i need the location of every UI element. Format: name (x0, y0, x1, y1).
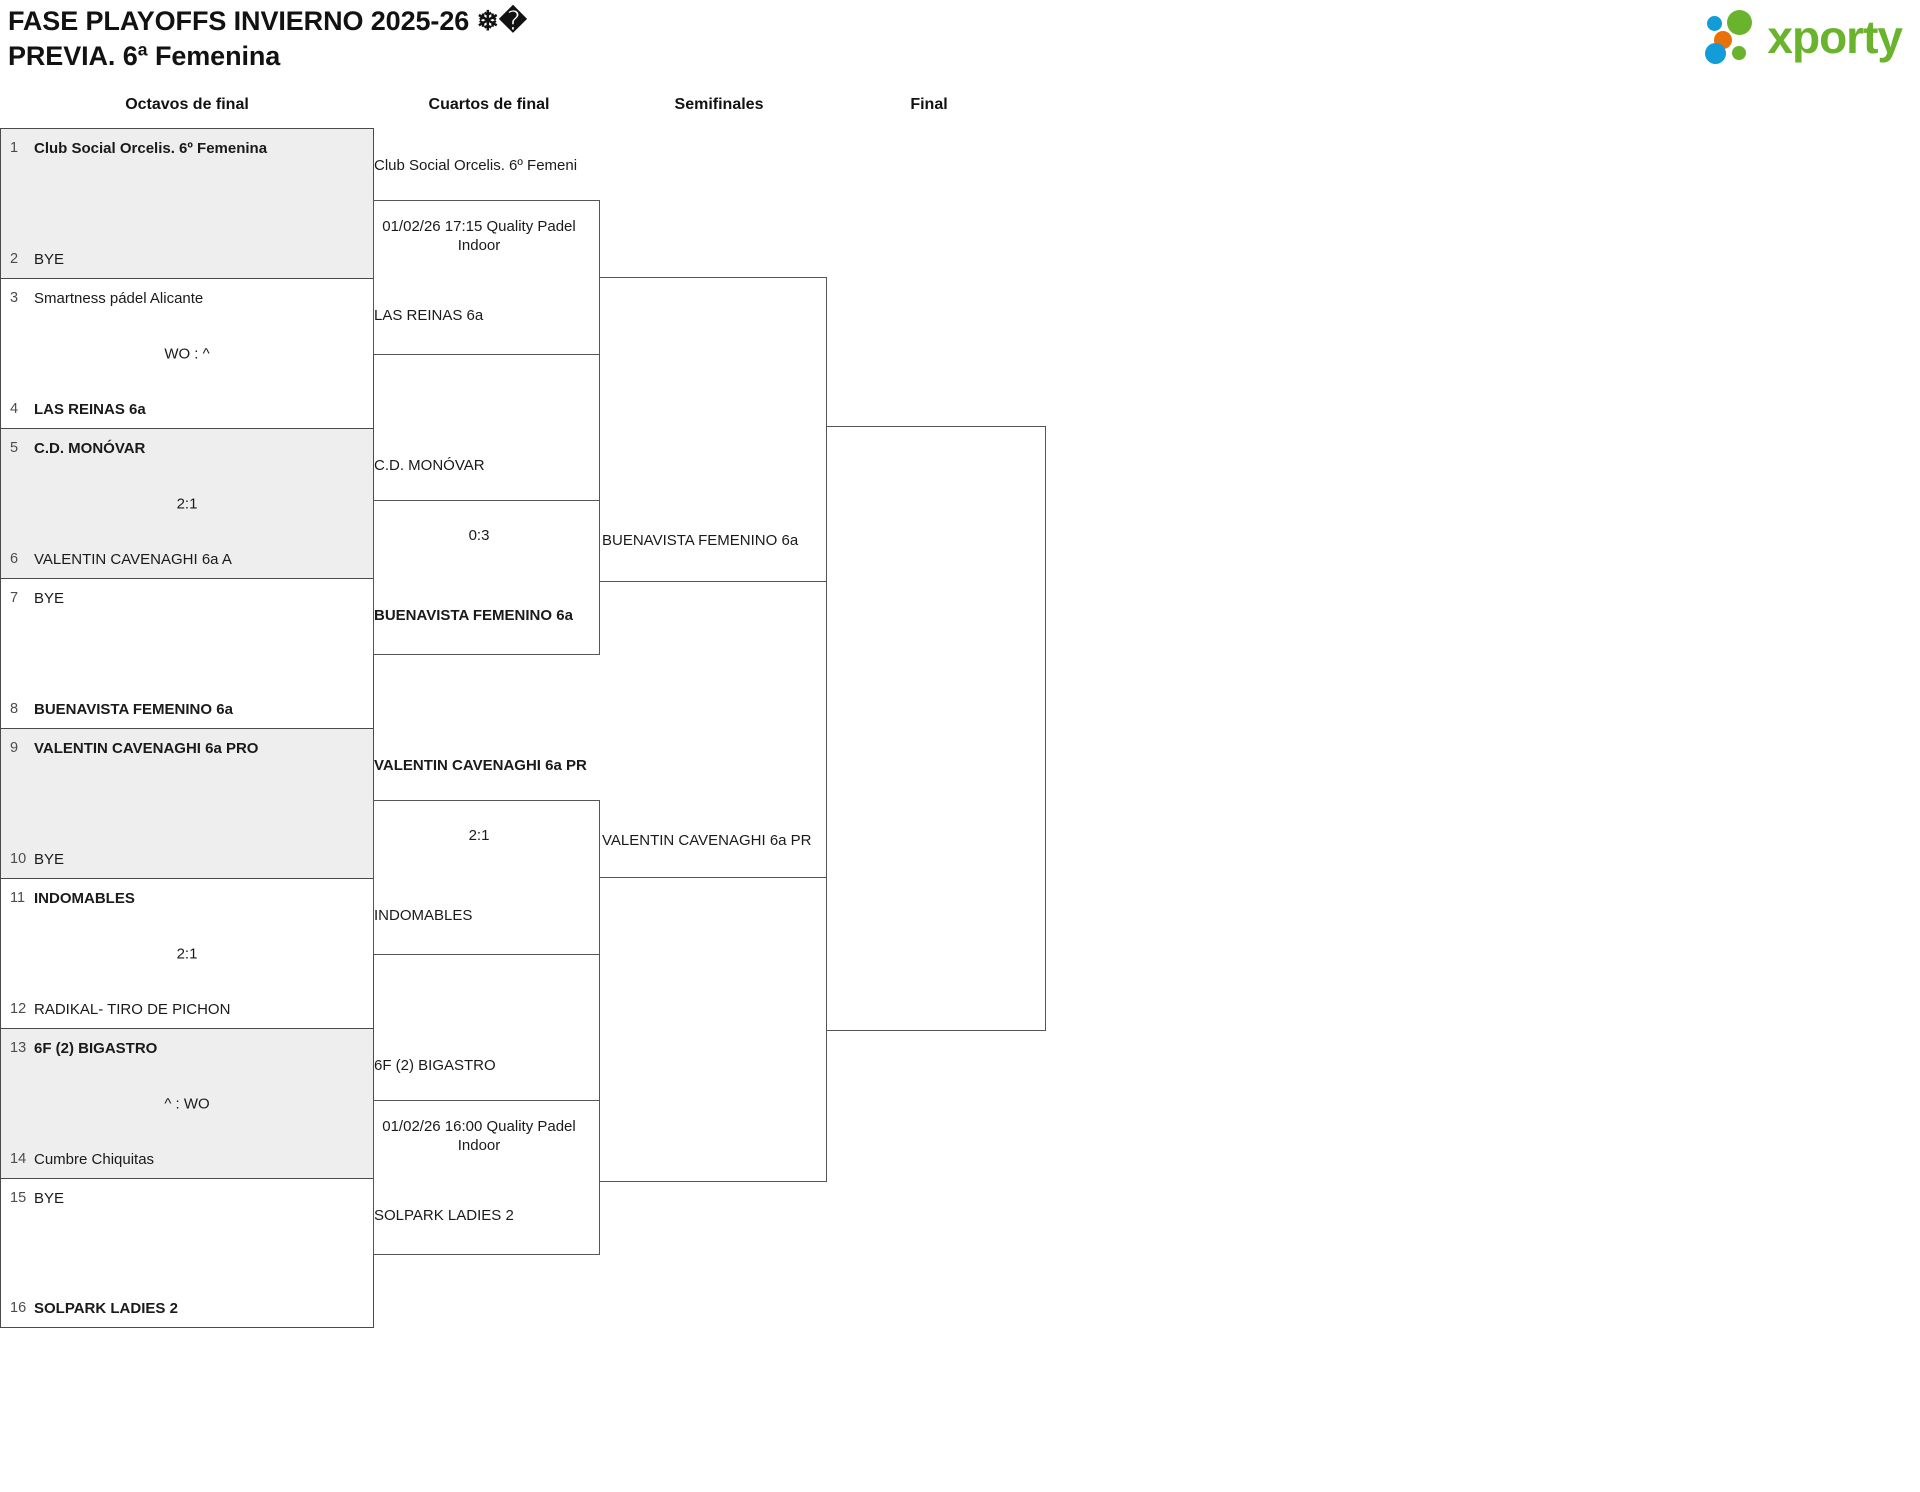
team-name: VALENTIN CAVENAGHI 6a PRO (34, 739, 259, 757)
match-slot-bottom[interactable]: 8 BUENAVISTA FEMENINO 6a (1, 696, 373, 722)
match-slot-top[interactable]: 1 Club Social Orcelis. 6º Femenina (1, 135, 373, 161)
team-name: VALENTIN CAVENAGHI 6a A (34, 550, 232, 568)
seed-number: 4 (10, 401, 19, 417)
team-name: C.D. MONÓVAR (34, 439, 146, 457)
seed-number: 15 (10, 1190, 27, 1206)
match-slot-bottom[interactable]: 6 VALENTIN CAVENAGHI 6a A (1, 546, 373, 572)
team-name: INDOMABLES (34, 889, 135, 907)
xporty-logo: xporty (1662, 6, 1903, 68)
sf-match-box[interactable] (599, 877, 827, 1182)
team-name: BYE (34, 589, 65, 607)
match-row[interactable]: 7 BYE 8 BUENAVISTA FEMENINO 6a (0, 578, 374, 728)
team-name: Cumbre Chiquitas (34, 1150, 155, 1168)
seed-number: 12 (10, 1001, 27, 1017)
round-octavos-column: 1 Club Social Orcelis. 6º Femenina 2 BYE… (0, 128, 374, 1328)
match-row[interactable]: 3 Smartness pádel Alicante WO : ^ 4 LAS … (0, 278, 374, 428)
qf-team-bottom[interactable]: LAS REINAS 6a (374, 306, 484, 324)
seed-number: 10 (10, 851, 27, 867)
qf-advancing-team[interactable]: 6F (2) BIGASTRO (374, 1056, 496, 1074)
qf-team-bottom[interactable]: SOLPARK LADIES 2 (374, 1206, 514, 1224)
seed-number: 14 (10, 1151, 27, 1167)
logo-dot-green-small (1732, 46, 1747, 60)
round-header-octavos: Octavos de final (125, 96, 249, 113)
match-score: ^ : WO (164, 1095, 210, 1112)
final-match-box[interactable] (826, 426, 1046, 1031)
qf-advancing-team[interactable]: C.D. MONÓVAR (374, 456, 485, 474)
qf-advancing-team[interactable]: VALENTIN CAVENAGHI 6a PR (374, 756, 587, 774)
seed-number: 9 (10, 740, 19, 756)
seed-number: 7 (10, 590, 19, 606)
qf-match-box[interactable] (373, 500, 600, 655)
logo-dot-blue-small (1707, 16, 1723, 31)
qf-match-score: 2:1 (468, 827, 490, 844)
sf-advancing-team[interactable]: BUENAVISTA FEMENINO 6a (602, 531, 799, 549)
match-score: 2:1 (176, 495, 198, 512)
qf-match-score: 0:3 (468, 527, 490, 544)
logo-wordmark: xporty (1767, 11, 1903, 63)
seed-number: 5 (10, 440, 19, 456)
qf-team-bottom[interactable]: BUENAVISTA FEMENINO 6a (374, 606, 573, 624)
team-name: SOLPARK LADIES 2 (34, 1299, 178, 1317)
seed-number: 8 (10, 701, 19, 717)
match-row[interactable]: 5 C.D. MONÓVAR 2:1 6 VALENTIN CAVENAGHI … (0, 428, 374, 578)
match-slot-bottom[interactable]: 16 SOLPARK LADIES 2 (1, 1295, 373, 1321)
page-title: FASE PLAYOFFS INVIERNO 2025-26 ❄� PREVIA… (8, 6, 527, 71)
match-score: 2:1 (176, 945, 198, 962)
match-row[interactable]: 15 BYE 16 SOLPARK LADIES 2 (0, 1178, 374, 1328)
team-name: Club Social Orcelis. 6º Femenina (34, 139, 268, 157)
team-name: BYE (34, 250, 65, 268)
match-slot-top[interactable]: 3 Smartness pádel Alicante (1, 285, 373, 311)
seed-number: 16 (10, 1300, 27, 1316)
team-name: 6F (2) BIGASTRO (34, 1039, 158, 1057)
logo-dot-green-large (1727, 10, 1753, 35)
final-winner[interactable] (830, 716, 1044, 740)
match-slot-top[interactable]: 11 INDOMABLES (1, 885, 373, 911)
seed-number: 2 (10, 251, 19, 267)
match-slot-bottom[interactable]: 14 Cumbre Chiquitas (1, 1146, 373, 1172)
qf-match-info: 01/02/26 16:00 Quality Padel Indoor (382, 1118, 576, 1154)
match-score: WO : ^ (164, 345, 210, 362)
qf-match-info: 01/02/26 17:15 Quality Padel Indoor (382, 218, 576, 254)
match-slot-top[interactable]: 15 BYE (1, 1185, 373, 1211)
match-row[interactable]: 1 Club Social Orcelis. 6º Femenina 2 BYE (0, 128, 374, 278)
logo-dot-blue-large (1705, 43, 1727, 64)
round-header-final: Final (910, 96, 948, 113)
match-row[interactable]: 9 VALENTIN CAVENAGHI 6a PRO 10 BYE (0, 728, 374, 878)
qf-team-bottom[interactable]: INDOMABLES (374, 906, 473, 924)
team-name: BYE (34, 850, 65, 868)
seed-number: 1 (10, 140, 19, 156)
match-slot-bottom[interactable]: 12 RADIKAL- TIRO DE PICHON (1, 996, 373, 1022)
seed-number: 11 (10, 890, 26, 906)
match-slot-top[interactable]: 7 BYE (1, 585, 373, 611)
round-header-semifinales: Semifinales (674, 96, 764, 113)
logo-dots-icon (1705, 10, 1763, 64)
seed-number: 13 (10, 1040, 27, 1056)
team-name: RADIKAL- TIRO DE PICHON (34, 1000, 231, 1018)
match-slot-top[interactable]: 9 VALENTIN CAVENAGHI 6a PRO (1, 735, 373, 761)
team-name: BUENAVISTA FEMENINO 6a (34, 700, 233, 718)
team-name: Smartness pádel Alicante (34, 289, 204, 307)
qf-match-box[interactable] (373, 800, 600, 955)
match-slot-bottom[interactable]: 2 BYE (1, 246, 373, 272)
match-row[interactable]: 11 INDOMABLES 2:1 12 RADIKAL- TIRO DE PI… (0, 878, 374, 1028)
match-row[interactable]: 13 6F (2) BIGASTRO ^ : WO 14 Cumbre Chiq… (0, 1028, 374, 1178)
team-name: BYE (34, 1189, 65, 1207)
match-slot-bottom[interactable]: 4 LAS REINAS 6a (1, 396, 373, 422)
qf-advancing-team[interactable]: Club Social Orcelis. 6º Femeni (374, 156, 578, 174)
team-name: LAS REINAS 6a (34, 400, 146, 418)
seed-number: 3 (10, 290, 19, 306)
round-header-cuartos: Cuartos de final (428, 96, 550, 113)
seed-number: 6 (10, 551, 19, 567)
sf-advancing-team[interactable]: VALENTIN CAVENAGHI 6a PR (602, 831, 812, 849)
match-slot-top[interactable]: 13 6F (2) BIGASTRO (1, 1035, 373, 1061)
match-slot-bottom[interactable]: 10 BYE (1, 846, 373, 872)
match-slot-top[interactable]: 5 C.D. MONÓVAR (1, 435, 373, 461)
